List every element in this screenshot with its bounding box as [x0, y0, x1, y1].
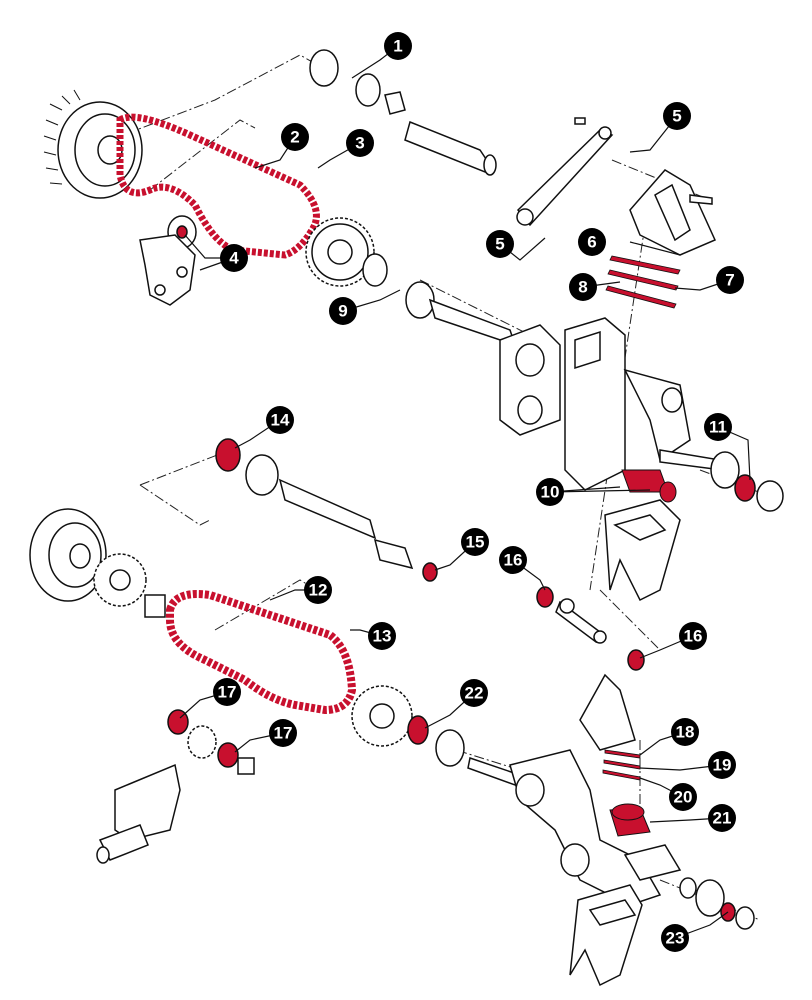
callout-19: 19	[708, 751, 736, 779]
callout-9-label: 9	[338, 302, 347, 321]
lower-roller-chain	[166, 590, 357, 715]
upper-flange-and-bearing	[734, 474, 784, 512]
callout-5-upper: 5	[663, 102, 691, 130]
upper-bracket	[629, 169, 716, 256]
lower-drive-hub	[29, 508, 147, 607]
tensioner-arm-upper	[139, 234, 196, 306]
lower-bushing	[609, 803, 651, 837]
callout-20: 20	[669, 783, 697, 811]
callout-14: 14	[266, 406, 294, 434]
callout-13-label: 13	[373, 627, 392, 646]
callout-16-lower-label: 16	[684, 627, 703, 646]
lower-blade-holder	[569, 884, 643, 987]
callout-15-label: 15	[466, 533, 485, 552]
callout-6-label: 6	[587, 233, 596, 252]
callout-5-upper-label: 5	[672, 107, 681, 126]
callout-10: 10	[536, 478, 564, 506]
callout-8-label: 8	[578, 278, 587, 297]
callout-16-upper: 16	[499, 546, 527, 574]
callout-7-label: 7	[725, 271, 734, 290]
lower-large-sprocket	[351, 685, 522, 786]
callout-17-lower-label: 17	[274, 724, 293, 743]
callout-3-label: 3	[355, 134, 364, 153]
callout-22-label: 22	[465, 684, 484, 703]
callout-2-label: 2	[290, 128, 299, 147]
callout-3: 3	[346, 129, 374, 157]
lower-small-sprocket-tensioner	[96, 709, 255, 864]
callout-21-label: 21	[713, 809, 732, 828]
callout-14-label: 14	[271, 411, 290, 430]
callout-21: 21	[708, 804, 736, 832]
callout-6: 6	[578, 228, 606, 256]
callout-5-lower-label: 5	[495, 235, 504, 254]
callout-23: 23	[661, 924, 689, 952]
callout-15: 15	[461, 528, 489, 556]
upper-shim-stack	[605, 255, 681, 309]
callout-19-label: 19	[713, 756, 732, 775]
callout-2: 2	[281, 123, 309, 151]
callout-13: 13	[368, 622, 396, 650]
lower-bracket	[579, 673, 636, 751]
lower-link-arm	[536, 586, 645, 671]
upper-washer-and-shaft	[309, 49, 497, 319]
callout-17-upper: 17	[213, 678, 241, 706]
callout-11-label: 11	[709, 418, 727, 437]
lower-shim-stack	[602, 749, 641, 781]
callout-20-label: 20	[674, 788, 693, 807]
upper-bushing-pair	[621, 469, 677, 503]
upper-drive-hub	[43, 89, 143, 199]
callout-1: 1	[384, 32, 412, 60]
lower-flange-and-bearing	[679, 877, 755, 930]
main-frame-shaft	[428, 298, 740, 491]
callout-11: 11	[704, 413, 732, 441]
upper-large-sprocket	[305, 217, 375, 287]
callout-4-label: 4	[229, 249, 239, 268]
callout-5-lower: 5	[486, 230, 514, 258]
callout-12: 12	[304, 576, 332, 604]
callout-12-label: 12	[309, 581, 328, 600]
callout-16-lower: 16	[679, 622, 707, 650]
callout-8: 8	[569, 273, 597, 301]
callout-16-upper-label: 16	[504, 551, 523, 570]
callout-9: 9	[329, 297, 357, 325]
callout-22: 22	[460, 679, 488, 707]
upper-blade-holder	[604, 499, 681, 602]
callout-1-label: 1	[393, 37, 402, 56]
lower-spacer-bushing	[144, 594, 166, 618]
callout-17-lower: 17	[269, 719, 297, 747]
callout-18: 18	[671, 718, 699, 746]
callout-17-upper-label: 17	[218, 683, 237, 702]
callout-23-label: 23	[666, 929, 685, 948]
callout-18-label: 18	[676, 723, 695, 742]
callout-7: 7	[716, 266, 744, 294]
callout-4: 4	[220, 244, 248, 272]
upper-roller-chain	[116, 113, 320, 259]
lower-frame	[509, 749, 682, 906]
lower-shaft	[215, 438, 438, 582]
callout-10-label: 10	[541, 483, 560, 502]
upper-link-arm	[516, 117, 614, 227]
